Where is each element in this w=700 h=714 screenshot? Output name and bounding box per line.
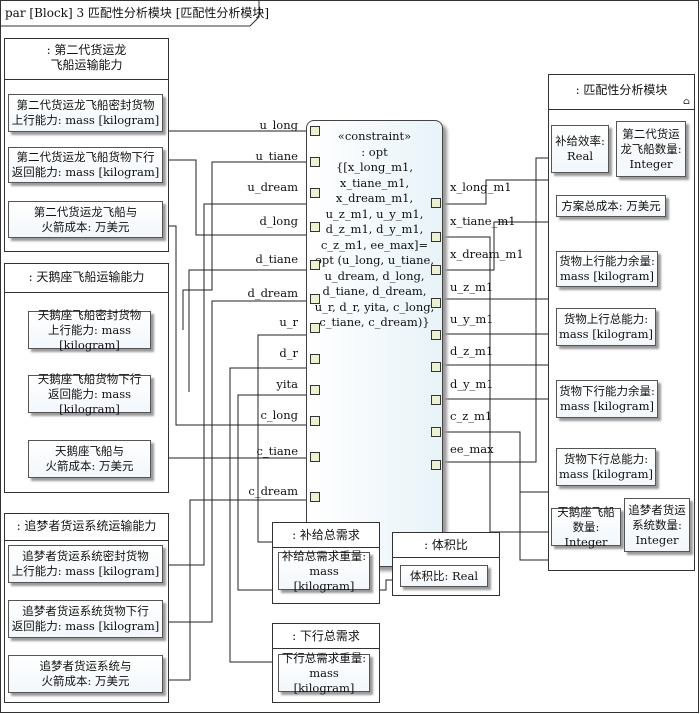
port-u-z-m1[interactable] xyxy=(431,298,441,308)
port-label-u-r: u_r xyxy=(279,315,298,329)
connector-x-dream xyxy=(441,221,556,271)
part-up-total[interactable]: 货物上行总能力:mass [kilogram] xyxy=(556,308,656,346)
connector-ee-max xyxy=(441,157,556,463)
port-label-x-tiane-m1: x_tiane_m1 xyxy=(450,214,516,228)
port-label-c-long: c_long xyxy=(260,408,298,422)
port-u-r[interactable] xyxy=(310,323,320,333)
port-label-x-dream-m1: x_dream_m1 xyxy=(450,247,524,261)
block-divider xyxy=(5,292,168,293)
port-d-r[interactable] xyxy=(310,354,320,364)
port-label-ee-max: ee_max xyxy=(450,442,494,456)
block-divider xyxy=(393,557,499,558)
port-label-c-z-m1: c_z_m1 xyxy=(450,409,493,423)
block-divider xyxy=(549,109,694,110)
port-u-tiane[interactable] xyxy=(310,157,320,167)
part-longship-down-capacity[interactable]: 第二代货运龙飞船货物下行返回能力: mass [kilogram] xyxy=(8,147,163,183)
port-d-z-m1[interactable] xyxy=(431,362,441,372)
port-yita[interactable] xyxy=(310,385,320,395)
port-label-u-tiane: u_tiane xyxy=(255,149,298,163)
block-divider xyxy=(273,648,379,649)
connector-c-long xyxy=(169,225,312,426)
port-c-long[interactable] xyxy=(310,416,320,426)
part-longship-count[interactable]: 第二代货运龙飞船数量:Integer xyxy=(616,121,686,177)
part-dream-down-capacity[interactable]: 追梦者货运系统货物下行返回能力: mass [kilogram] xyxy=(8,600,163,638)
block-title: : 体积比 xyxy=(424,538,468,552)
part-longship-up-capacity[interactable]: 第二代货运龙飞船密封货物上行能力: mass [kilogram] xyxy=(8,94,163,132)
port-x-long-m1[interactable] xyxy=(431,198,441,208)
connector-d-long xyxy=(169,159,312,236)
constraint-name: : opt xyxy=(361,144,388,159)
port-label-d-z-m1: d_z_m1 xyxy=(450,344,494,358)
part-total-cost[interactable]: 方案总成本: 万美元 xyxy=(556,195,666,217)
port-ee-max[interactable] xyxy=(431,460,441,470)
port-x-dream-m1[interactable] xyxy=(431,265,441,275)
port-d-tiane[interactable] xyxy=(310,260,320,270)
port-label-c-tiane: c_tiane xyxy=(256,444,298,458)
block-divider xyxy=(5,540,168,541)
port-label-d-dream: d_dream xyxy=(247,286,298,300)
part-longship-cost[interactable]: 第二代货运龙飞船与火箭成本: 万美元 xyxy=(8,201,163,238)
part-up-remaining[interactable]: 货物上行能力余量:mass [kilogram] xyxy=(556,251,658,287)
part-tiane-down-capacity[interactable]: 天鹅座飞船货物下行返回能力: mass [kilogram] xyxy=(28,372,151,416)
port-label-u-long: u_long xyxy=(259,118,298,132)
part-tiane-count[interactable]: 天鹅座飞船数量: Integer xyxy=(551,505,621,549)
port-c-tiane[interactable] xyxy=(310,452,320,462)
port-label-u-y-m1: u_y_m1 xyxy=(450,312,494,326)
block-title: : 第二代货运龙 飞船运输能力 xyxy=(46,43,127,72)
port-d-long[interactable] xyxy=(310,222,320,232)
constraint-opt-block[interactable]: «constraint» : opt {[x_long_m1, x_tiane_… xyxy=(306,120,443,567)
block-title: : 天鹅座飞船运输能力 xyxy=(28,270,145,284)
port-u-long[interactable] xyxy=(310,126,320,136)
port-label-d-r: d_r xyxy=(279,346,298,360)
constraint-text: «constraint» : opt {[x_long_m1, x_tiane_… xyxy=(307,129,442,331)
constraint-stereotype: «constraint» xyxy=(337,129,412,143)
port-label-d-long: d_long xyxy=(259,214,298,228)
port-label-c-dream: c_dream xyxy=(248,484,298,498)
part-down-remaining[interactable]: 货物下行能力余量:mass [kilogram] xyxy=(556,380,658,418)
port-label-x-long-m1: x_long_m1 xyxy=(450,180,512,194)
connector-d-r xyxy=(229,367,312,663)
part-tiane-up-capacity[interactable]: 天鹅座飞船密封货物上行能力: mass [kilogram] xyxy=(28,308,151,352)
block-title: : 匹配性分析模块 xyxy=(575,83,668,97)
block-title: : 下行总需求 xyxy=(292,629,360,643)
part-dream-up-capacity[interactable]: 追梦者货运系统密封货物上行能力: mass [kilogram] xyxy=(8,545,163,583)
connector-c-dream xyxy=(169,499,312,681)
port-label-yita: yita xyxy=(276,377,298,391)
connector-u-tiane xyxy=(182,161,312,330)
port-d-y-m1[interactable] xyxy=(431,395,441,405)
part-down-total[interactable]: 货物下行总能力:mass [kilogram] xyxy=(556,448,656,486)
block-divider xyxy=(5,79,168,80)
port-d-dream[interactable] xyxy=(310,294,320,304)
port-c-dream[interactable] xyxy=(310,492,320,502)
part-down-weight[interactable]: 下行总需求重量:mass [kilogram] xyxy=(278,651,370,695)
block-title: : 追梦者货运系统运输能力 xyxy=(16,519,157,533)
port-u-dream[interactable] xyxy=(310,188,320,198)
part-tiane-cost[interactable]: 天鹅座飞船与火箭成本: 万美元 xyxy=(28,440,151,478)
connector-d-tiane xyxy=(188,269,312,392)
anchor-icon: ⌂ xyxy=(683,97,690,107)
port-label-d-tiane: d_tiane xyxy=(255,252,298,266)
block-divider xyxy=(273,547,379,548)
part-supply-efficiency[interactable]: 补给效率:Real xyxy=(551,125,609,173)
part-supply-weight[interactable]: 补给总需求重量:mass [kilogram] xyxy=(278,549,370,593)
part-volume-ratio[interactable]: 体积比: Real xyxy=(400,565,488,587)
part-dream-count[interactable]: 追梦者货运系统数量:Integer xyxy=(624,498,690,552)
part-dream-cost[interactable]: 追梦者货运系统与火箭成本: 万美元 xyxy=(8,655,163,693)
frame-title: par [Block] 3 匹配性分析模块 [匹配性分析模块] xyxy=(5,6,270,20)
connector-u-dream xyxy=(169,203,312,566)
port-label-u-z-m1: u_z_m1 xyxy=(450,280,494,294)
port-x-tiane-m1[interactable] xyxy=(431,232,441,242)
port-u-y-m1[interactable] xyxy=(431,330,441,340)
constraint-expression: {[x_long_m1, x_tiane_m1, x_dream_m1, u_z… xyxy=(314,160,435,329)
port-c-z-m1[interactable] xyxy=(431,427,441,437)
port-label-d-y-m1: d_y_m1 xyxy=(450,377,494,391)
port-label-u-dream: u_dream xyxy=(247,180,298,194)
block-title: : 补给总需求 xyxy=(292,528,360,542)
